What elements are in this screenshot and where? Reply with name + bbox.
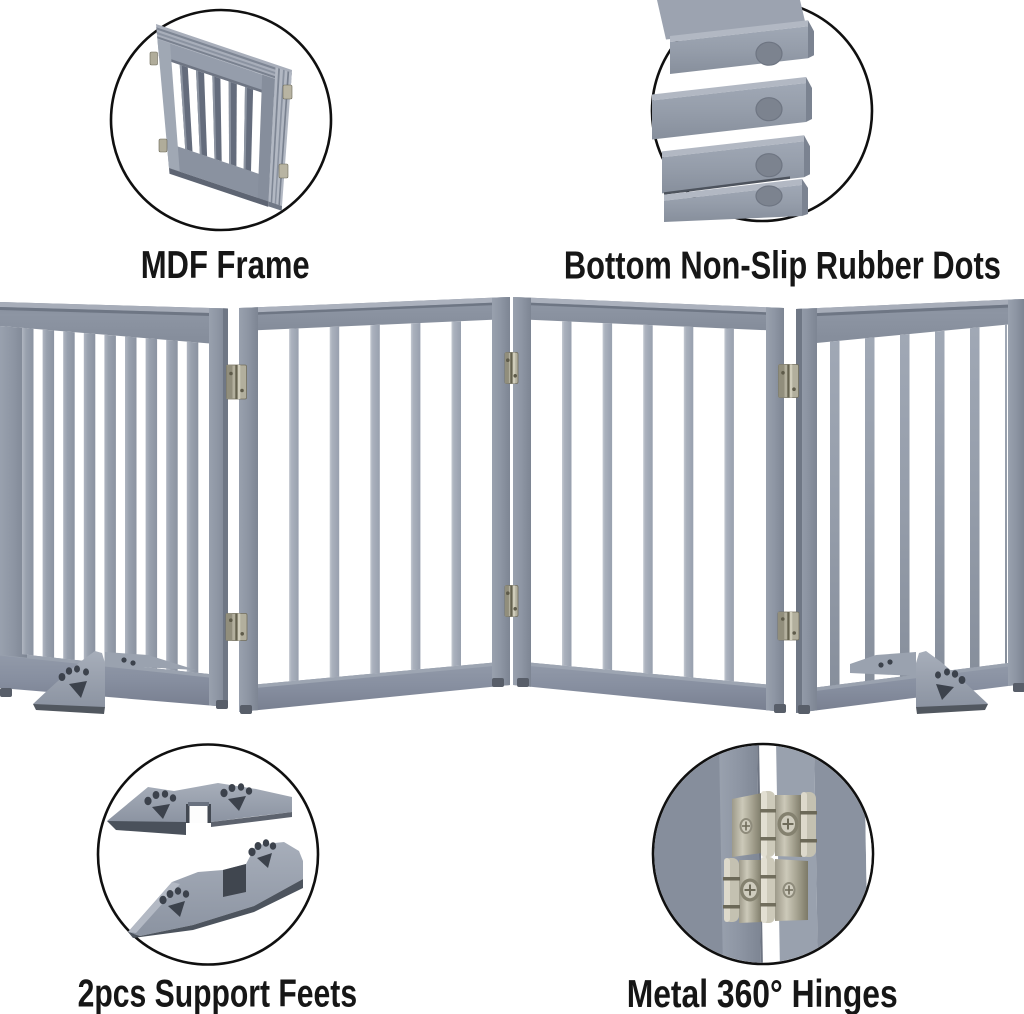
svg-text:MDF Frame: MDF Frame: [141, 244, 310, 287]
svg-text:2pcs Support Feets: 2pcs Support Feets: [78, 973, 358, 1014]
svg-text:Bottom Non-Slip Rubber Dots: Bottom Non-Slip Rubber Dots: [564, 244, 1001, 287]
svg-text:Metal 360° Hinges: Metal 360° Hinges: [627, 973, 898, 1014]
